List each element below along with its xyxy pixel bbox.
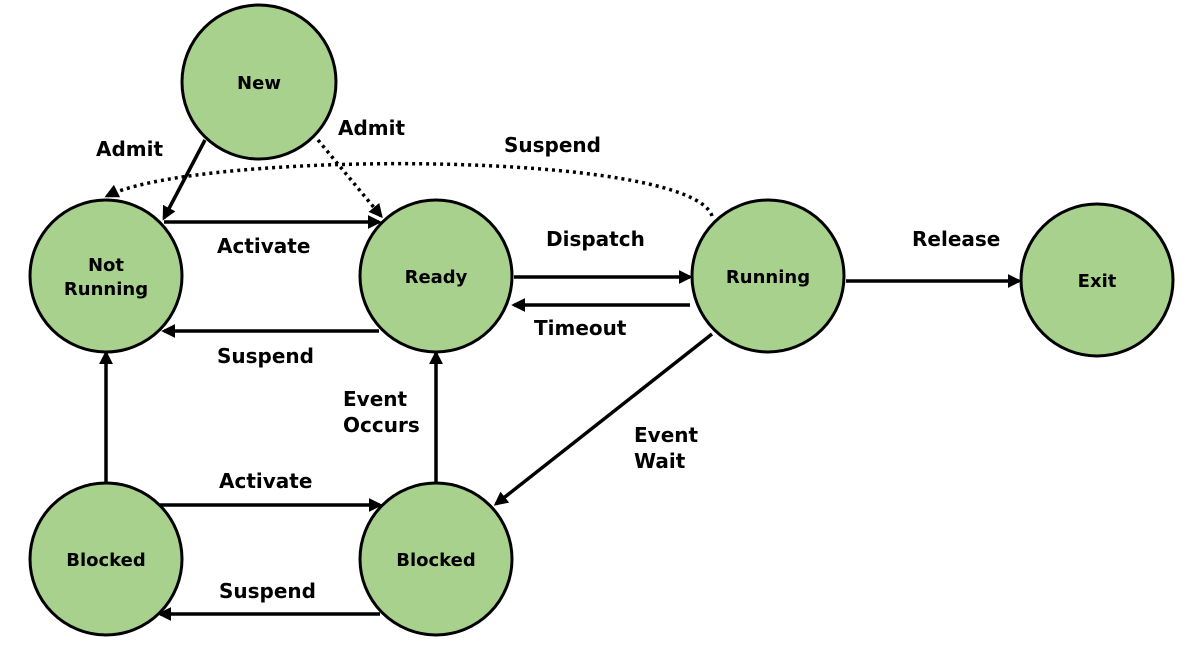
- label-admit-left: Admit: [96, 137, 163, 161]
- node-exit: Exit: [1019, 202, 1175, 358]
- node-new: New: [180, 3, 338, 161]
- label-event-occurs-line1: Event: [343, 387, 408, 411]
- node-not-running-label-line2: Running: [64, 279, 148, 300]
- edge-suspend-running-not-running: [104, 161, 714, 217]
- node-blocked-right-label: Blocked: [396, 550, 476, 571]
- node-running: Running: [690, 198, 846, 354]
- node-running-label: Running: [726, 267, 810, 288]
- node-blocked-right: Blocked: [358, 481, 514, 637]
- edge-labels: Admit Admit Suspend Activate Dispatch Re…: [96, 116, 1000, 603]
- label-event-occurs-line2: Occurs: [343, 413, 420, 437]
- label-activate-bottom: Activate: [219, 469, 312, 493]
- label-dispatch: Dispatch: [546, 227, 645, 251]
- edges: [99, 138, 1022, 621]
- label-suspend-top: Suspend: [504, 133, 601, 157]
- node-ready-label: Ready: [405, 267, 468, 288]
- label-admit-right: Admit: [338, 116, 405, 140]
- label-activate-top: Activate: [217, 234, 310, 258]
- label-event-wait-line2: Wait: [634, 449, 686, 473]
- node-ready: Ready: [358, 198, 514, 354]
- node-blocked-left: Blocked: [28, 481, 184, 637]
- label-timeout: Timeout: [534, 316, 627, 340]
- label-suspend-mid: Suspend: [217, 344, 314, 368]
- edge-event-wait: [493, 332, 714, 506]
- edge-admit-ready: [316, 138, 383, 219]
- label-suspend-bottom: Suspend: [219, 579, 316, 603]
- label-release: Release: [912, 227, 1000, 251]
- edge-admit-not-running: [162, 139, 207, 221]
- node-new-label: New: [237, 73, 281, 94]
- label-event-wait-line1: Event: [634, 423, 699, 447]
- node-not-running: Not Running: [28, 198, 184, 354]
- node-not-running-label-line1: Not: [88, 255, 124, 276]
- node-exit-label: Exit: [1078, 271, 1117, 292]
- node-blocked-left-label: Blocked: [66, 550, 146, 571]
